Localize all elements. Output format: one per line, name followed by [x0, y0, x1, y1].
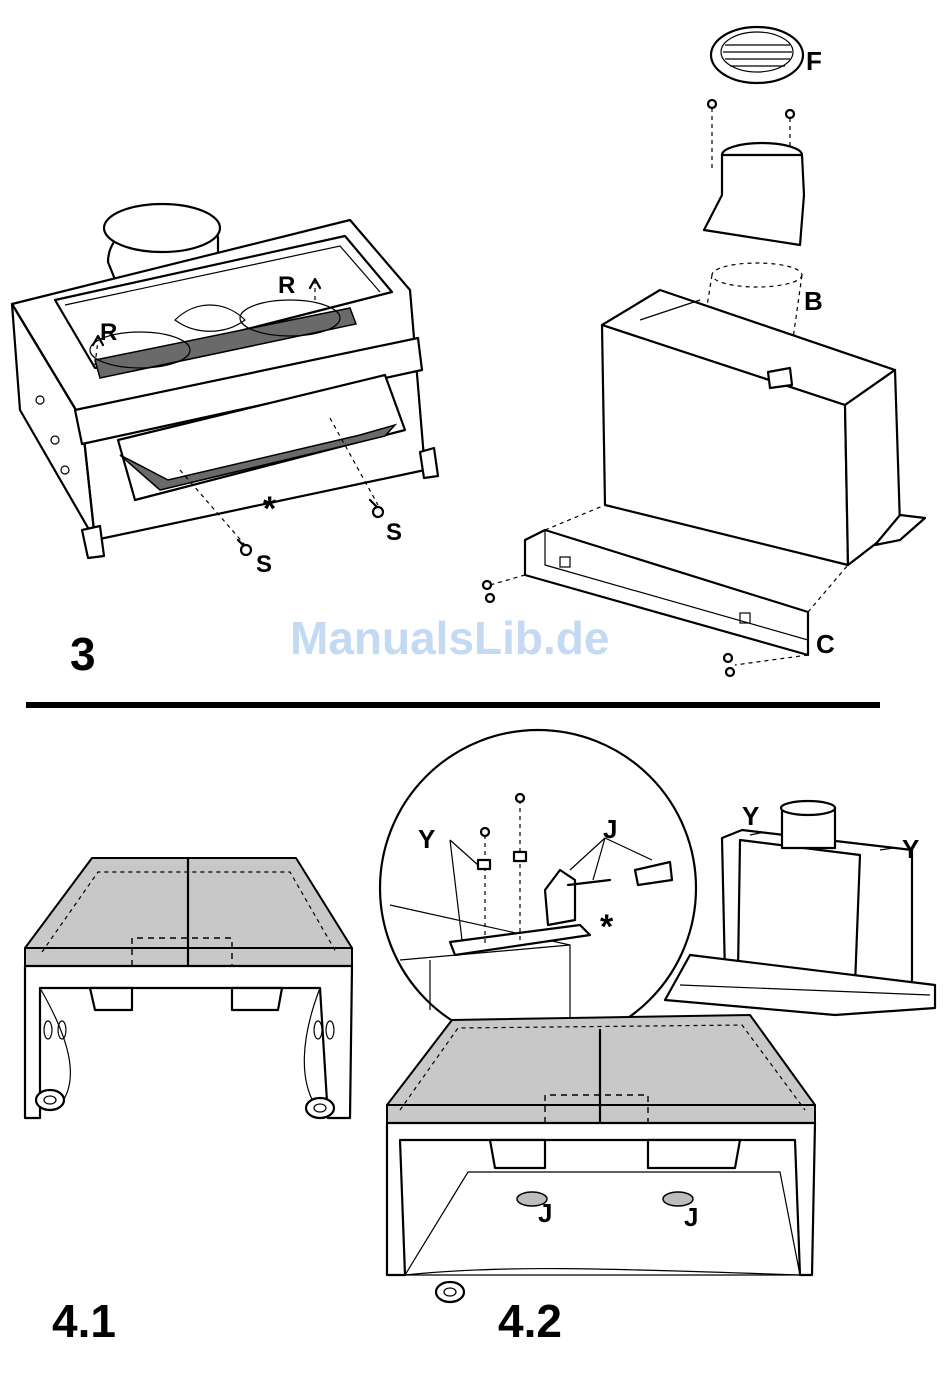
label-f: F [806, 46, 822, 76]
label-star-fig3: * [263, 490, 277, 528]
watermark: ManualsLib.de [290, 612, 609, 664]
label-b: B [804, 286, 823, 316]
label-y-left: Y [742, 801, 759, 831]
label-r-right: R [278, 272, 295, 299]
panel-protection-drawing-4-2 [380, 730, 935, 1302]
figure-number-4-1: 4.1 [52, 1295, 116, 1347]
label-r-left: R [100, 319, 117, 346]
label-j-left: J [538, 1198, 552, 1228]
label-star-fig42: * [600, 908, 614, 946]
label-c: C [816, 629, 835, 659]
label-s-right: S [386, 519, 402, 546]
label-j-right: J [684, 1202, 698, 1232]
hood-exploded-drawing [483, 27, 925, 676]
hood-underside-drawing [12, 204, 438, 558]
figure-number-4-2: 4.2 [498, 1295, 562, 1347]
label-y-circle: Y [418, 824, 435, 854]
panel-protection-drawing-4-1 [25, 858, 352, 1118]
label-j-circle: J [603, 814, 617, 844]
label-y-right: Y [902, 834, 919, 864]
label-s-left: S [256, 551, 272, 578]
figure-number-3: 3 [70, 628, 96, 680]
